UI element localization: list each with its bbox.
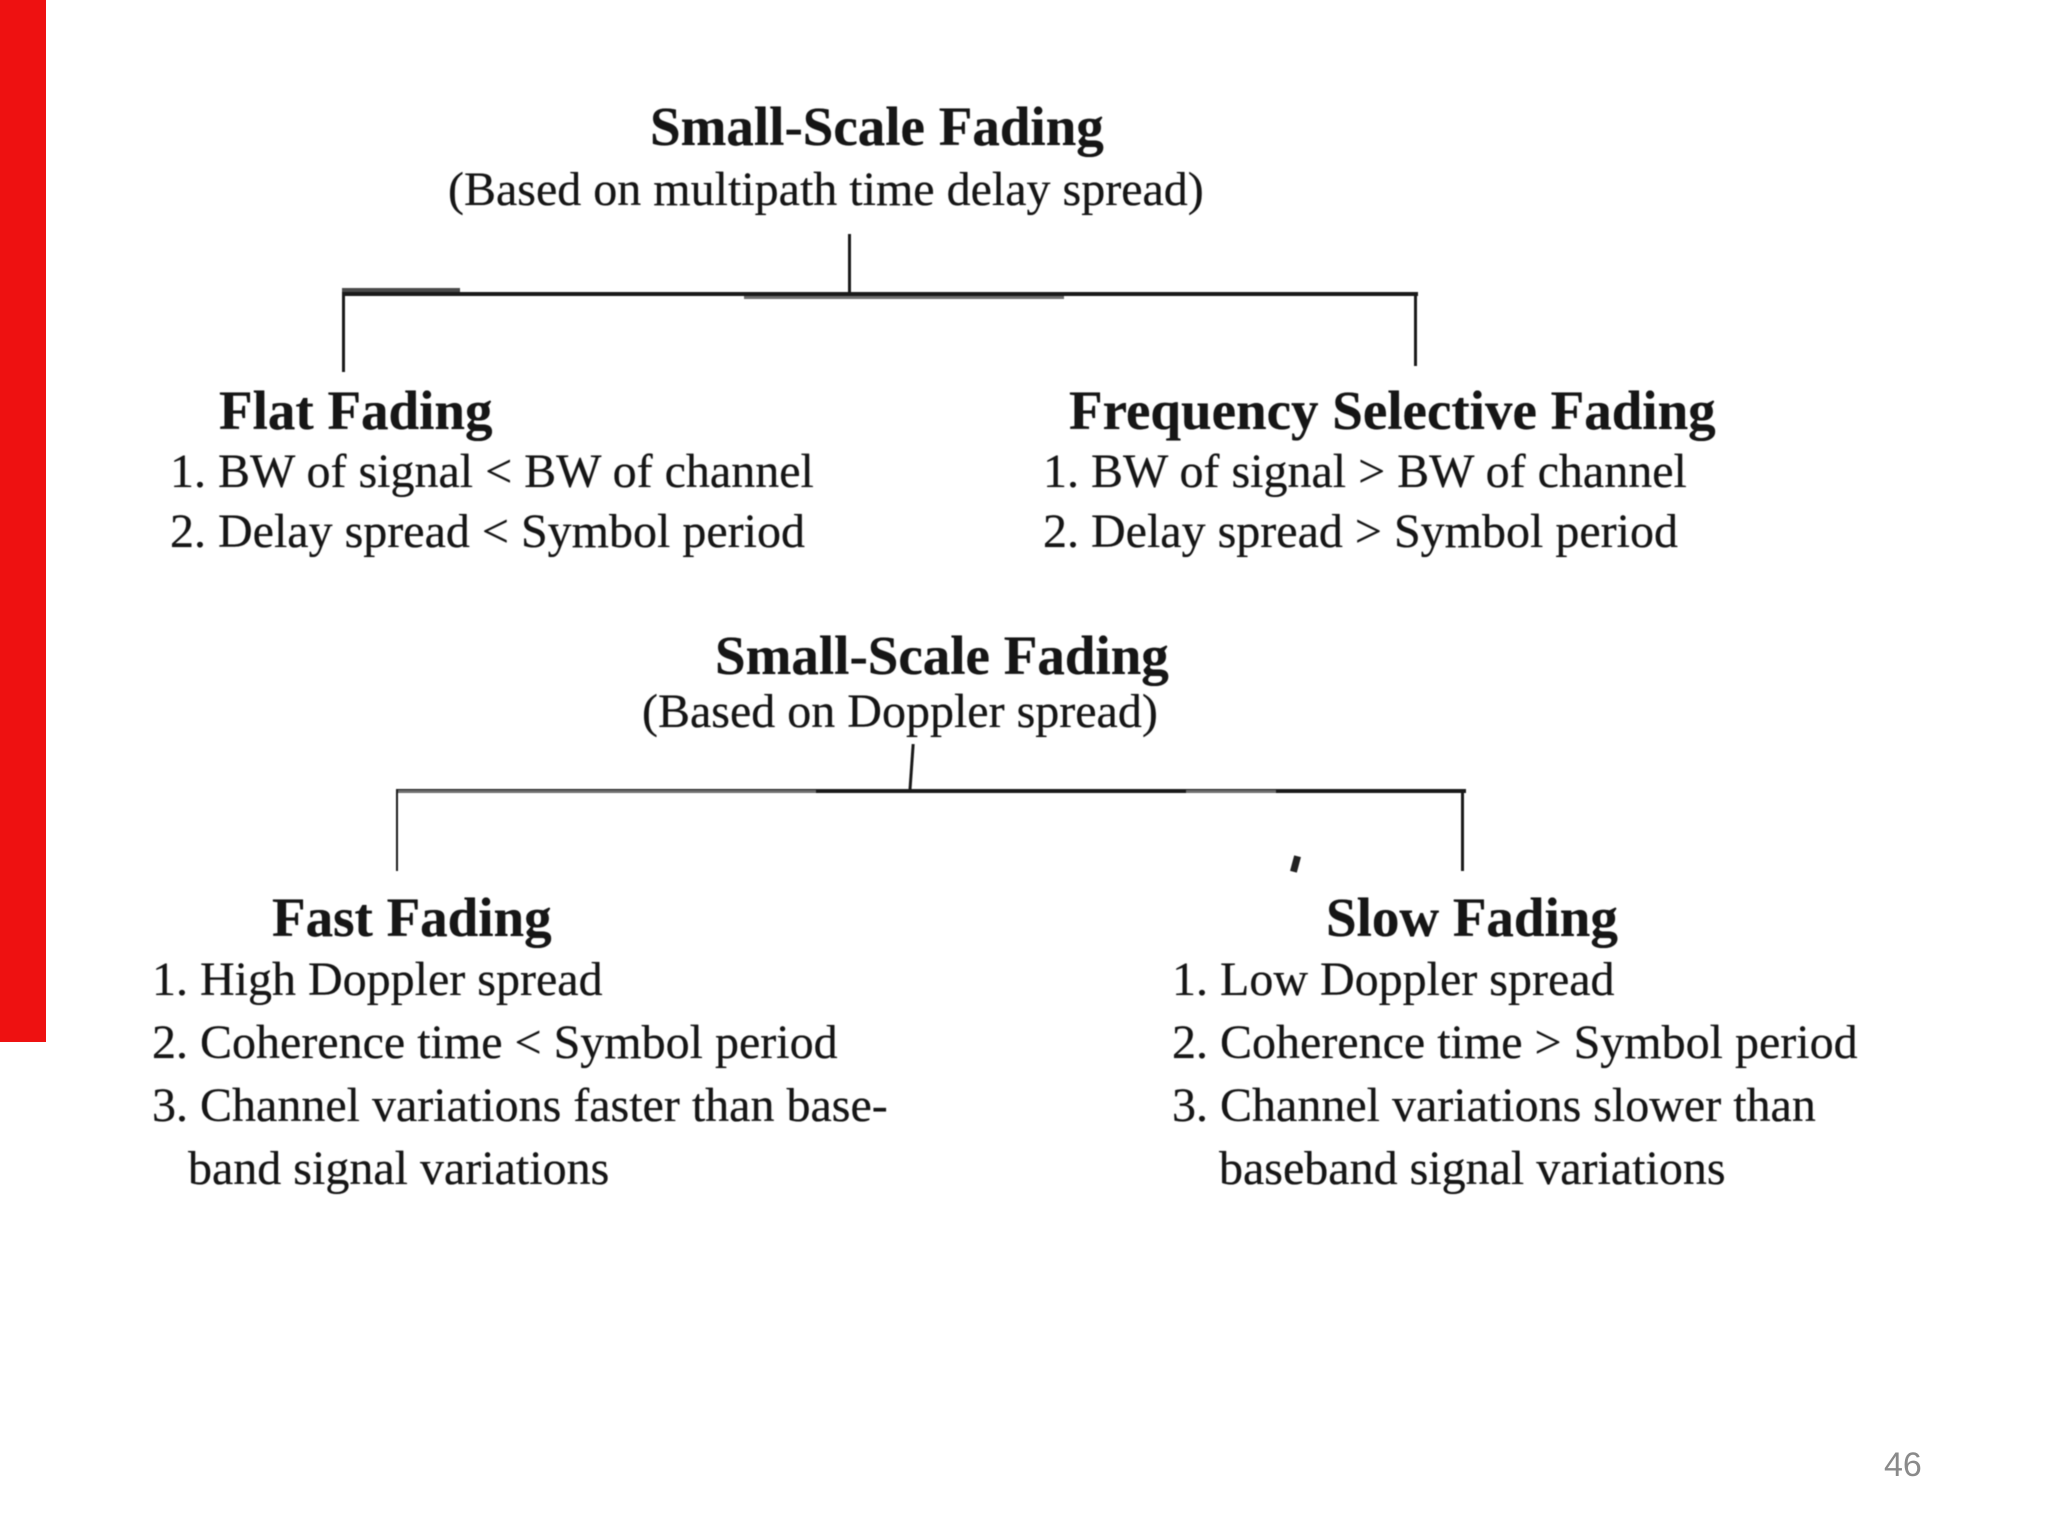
tree2-subtitle: (Based on Doppler spread): [642, 685, 1158, 738]
tree2-horizontal-line: [396, 789, 1466, 793]
scan-speck: [1290, 855, 1301, 873]
slow-fading-heading: Slow Fading: [1326, 887, 1618, 948]
flat-fading-heading: Flat Fading: [219, 380, 493, 441]
flat-fading-items: 1. BW of signal < BW of channel 2. Delay…: [170, 442, 814, 562]
list-item: 1. Low Doppler spread: [1172, 953, 1615, 1006]
frequency-selective-fading-items: 1. BW of signal > BW of channel 2. Delay…: [1043, 442, 1687, 562]
fast-fading-heading: Fast Fading: [272, 887, 552, 948]
tree1-left-drop-line: [342, 292, 345, 372]
list-item: 2. Coherence time < Symbol period: [152, 1016, 838, 1069]
tree2-stem-line: [908, 743, 915, 793]
tree2-left-drop-line: [396, 789, 398, 871]
tree1-title: Small-Scale Fading: [650, 96, 1104, 157]
tree1-stem-line: [848, 234, 851, 294]
tree1-horizontal-line: [342, 292, 1418, 296]
list-item: 1. BW of signal < BW of channel: [170, 445, 814, 498]
tree1-line-scan-shade: [744, 296, 1064, 299]
list-item: 1. High Doppler spread: [152, 953, 603, 1006]
fast-fading-items: 1. High Doppler spread 2. Coherence time…: [152, 948, 888, 1200]
tree1-right-drop-line: [1414, 292, 1417, 366]
frequency-selective-fading-heading: Frequency Selective Fading: [1069, 380, 1716, 441]
left-accent-bar: [0, 0, 46, 1042]
list-item-continuation: baseband signal variations: [1219, 1142, 1726, 1195]
tree1-subtitle: (Based on multipath time delay spread): [448, 163, 1204, 216]
tree2-line-scan-shade: [396, 790, 816, 793]
list-item: 3. Channel variations faster than base-: [152, 1079, 888, 1132]
list-item: 2. Delay spread > Symbol period: [1043, 505, 1678, 558]
tree2-title: Small-Scale Fading: [715, 625, 1169, 686]
list-item: 2. Delay spread < Symbol period: [170, 505, 805, 558]
tree2-right-drop-line: [1461, 789, 1464, 871]
list-item: 3. Channel variations slower than: [1172, 1079, 1816, 1132]
tree2-line-scan-shade-right: [1186, 790, 1276, 793]
list-item: 1. BW of signal > BW of channel: [1043, 445, 1687, 498]
tree1-line-scan-shade-left: [342, 288, 460, 292]
list-item-continuation: band signal variations: [188, 1142, 610, 1195]
list-item: 2. Coherence time > Symbol period: [1172, 1016, 1858, 1069]
slow-fading-items: 1. Low Doppler spread 2. Coherence time …: [1172, 948, 1858, 1200]
page-number: 46: [1884, 1446, 1922, 1484]
